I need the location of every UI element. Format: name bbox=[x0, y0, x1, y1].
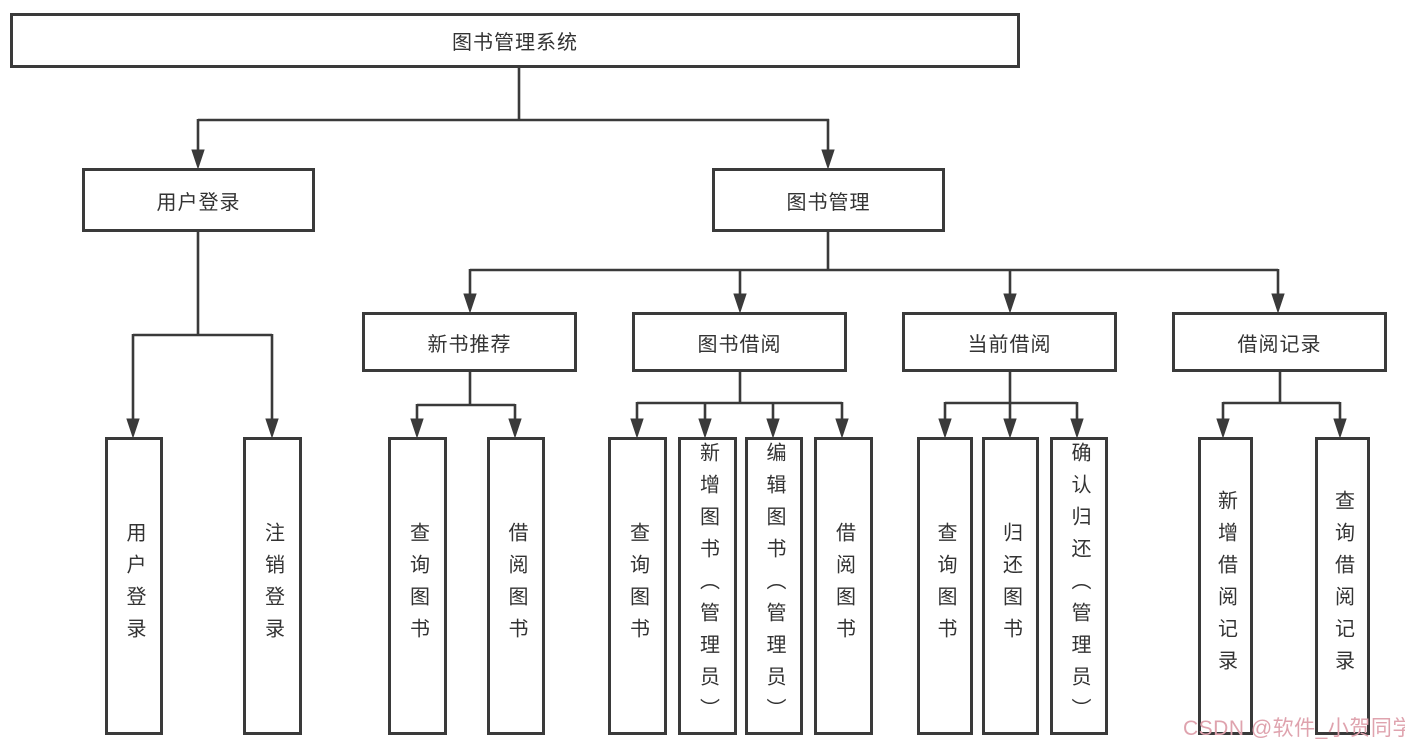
leaf-borrow-query-books-label: 查询图书 bbox=[626, 522, 649, 650]
node-user-login: 用户登录 bbox=[82, 168, 315, 232]
leaf-current-query-books-label: 查询图书 bbox=[934, 522, 956, 650]
leaf-query-borrow-record: 查询借阅记录 bbox=[1315, 437, 1370, 735]
node-library-system: 图书管理系统 bbox=[10, 13, 1020, 68]
leaf-add-borrow-record: 新增借阅记录 bbox=[1198, 437, 1253, 735]
watermark-text: CSDN @软件_小贺同学 bbox=[1183, 717, 1405, 740]
node-book-borrow-label: 图书借阅 bbox=[697, 333, 782, 356]
leaf-recommend-query-books: 查询图书 bbox=[388, 437, 447, 735]
leaf-logout: 注销登录 bbox=[243, 437, 302, 735]
node-book-management: 图书管理 bbox=[712, 168, 945, 232]
node-book-borrow: 图书借阅 bbox=[632, 312, 847, 372]
node-new-book-recommend-label: 新书推荐 bbox=[427, 333, 512, 356]
leaf-current-query-books: 查询图书 bbox=[917, 437, 973, 735]
leaf-edit-books-admin: 编辑图书（管理员） bbox=[745, 437, 803, 735]
node-borrow-records: 借阅记录 bbox=[1172, 312, 1387, 372]
leaf-add-books-admin: 新增图书（管理员） bbox=[678, 437, 737, 735]
node-current-borrow-label: 当前借阅 bbox=[967, 333, 1052, 356]
node-current-borrow: 当前借阅 bbox=[902, 312, 1117, 372]
leaf-user-login: 用户登录 bbox=[105, 437, 163, 735]
leaf-borrow-books-label: 借阅图书 bbox=[832, 522, 855, 650]
leaf-query-borrow-record-label: 查询借阅记录 bbox=[1331, 490, 1354, 682]
leaf-confirm-return-admin: 确认归还（管理员） bbox=[1050, 437, 1108, 735]
leaf-user-login-label: 用户登录 bbox=[123, 522, 145, 650]
leaf-recommend-query-books-label: 查询图书 bbox=[406, 522, 429, 650]
node-book-management-label: 图书管理 bbox=[786, 191, 871, 214]
node-user-login-label: 用户登录 bbox=[156, 191, 241, 214]
node-new-book-recommend: 新书推荐 bbox=[362, 312, 577, 372]
leaf-add-borrow-record-label: 新增借阅记录 bbox=[1214, 490, 1237, 682]
leaf-logout-label: 注销登录 bbox=[261, 522, 284, 650]
leaf-confirm-return-admin-label: 确认归还（管理员） bbox=[1068, 442, 1090, 730]
node-borrow-records-label: 借阅记录 bbox=[1237, 333, 1322, 356]
leaf-edit-books-admin-label: 编辑图书（管理员） bbox=[763, 442, 785, 730]
leaf-recommend-borrow-books-label: 借阅图书 bbox=[505, 522, 527, 650]
leaf-add-books-admin-label: 新增图书（管理员） bbox=[696, 442, 719, 730]
leaf-recommend-borrow-books: 借阅图书 bbox=[487, 437, 545, 735]
leaf-borrow-query-books: 查询图书 bbox=[608, 437, 667, 735]
leaf-return-books: 归还图书 bbox=[982, 437, 1039, 735]
node-library-system-label: 图书管理系统 bbox=[452, 32, 578, 54]
leaf-borrow-books: 借阅图书 bbox=[814, 437, 873, 735]
leaf-return-books-label: 归还图书 bbox=[999, 522, 1022, 650]
